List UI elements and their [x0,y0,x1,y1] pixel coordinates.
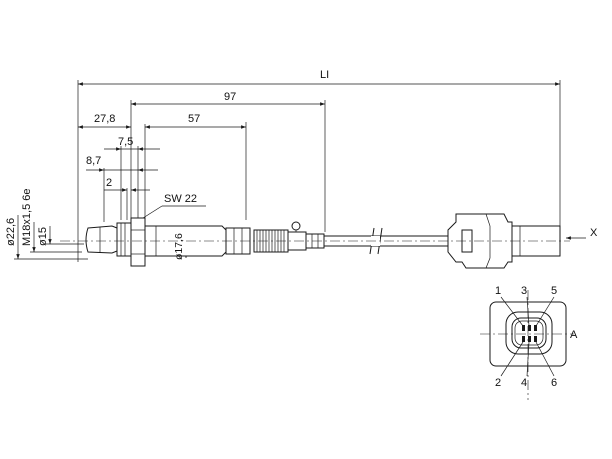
pin-labels: A 1 3 5 2 4 6 [495,285,578,389]
dim-2: 2 [106,177,112,189]
pin-label-2: 2 [495,377,501,389]
dimension-labels: LI 97 27,8 57 7,5 8,7 2 SW 22 X ø22,6 M1… [5,69,598,260]
connector-pins [522,325,537,342]
extension-lines [14,80,561,262]
dim-view-x: X [590,227,598,239]
pin-label-4: 4 [521,377,527,389]
dim-97: 97 [224,91,236,103]
dim-wrench-size: SW 22 [164,193,197,205]
dim-7-5: 7,5 [118,136,133,148]
dim-dia15: ø15 [37,227,49,246]
dim-57: 57 [188,113,200,125]
dim-dia22-6: ø22,6 [5,218,17,246]
sensor-body [85,217,448,267]
dim-8-7: 8,7 [86,155,101,167]
connector-face-view [480,290,574,400]
pin-label-3: 3 [521,285,527,297]
pin-label-5: 5 [551,285,557,297]
pin-label-1: 1 [495,285,501,297]
dim-dia17-6: ø17,6 [173,233,185,260]
pin-label-6: 6 [551,377,557,389]
dim-27-8: 27,8 [94,113,115,125]
dim-total-length: LI [320,69,329,81]
dim-thread: M18x1,5 6e [21,189,33,246]
connector-view-label: A [570,329,578,341]
